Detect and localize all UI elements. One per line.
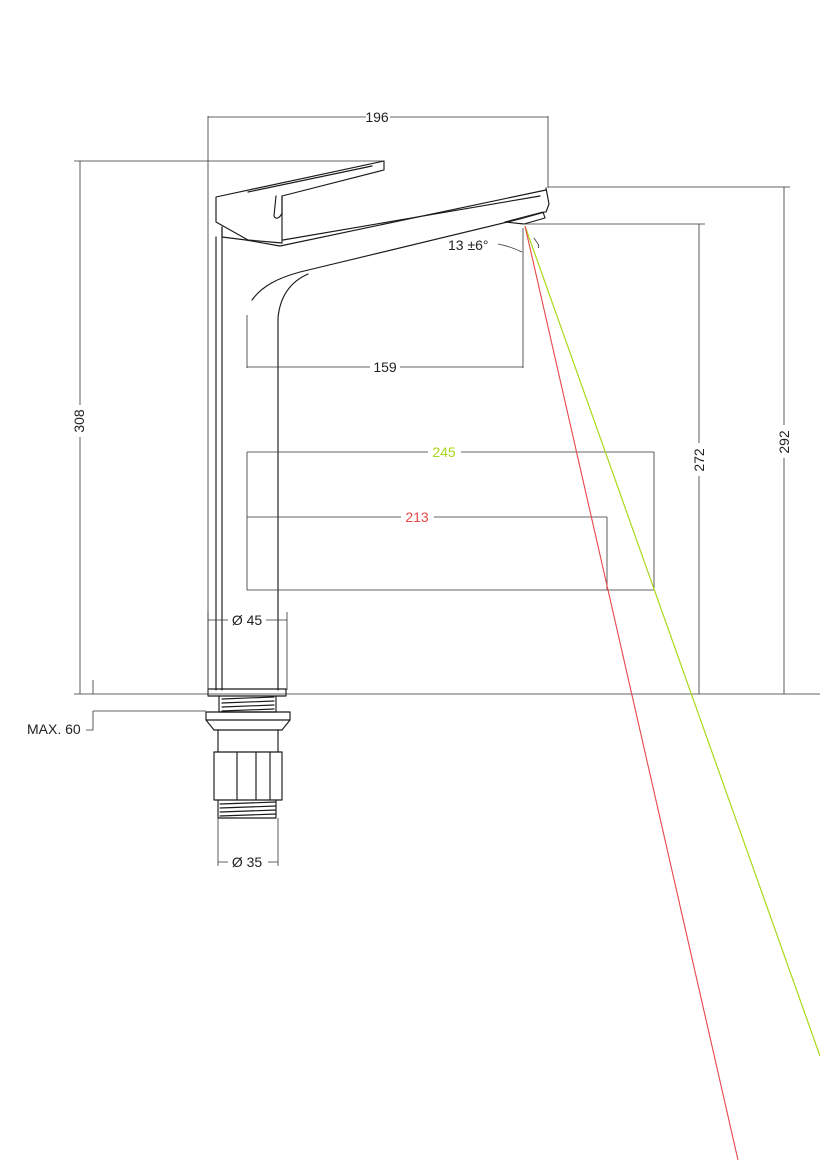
faucet-spout-end [545,187,550,213]
dimension-label-d45: Ø 45 [232,612,263,628]
dimension-label-292: 292 [776,430,792,454]
water-jet-line-green [524,225,820,1057]
dimension-label-159: 159 [373,359,397,375]
dimension-label-308: 308 [71,409,87,433]
faucet-spout-top [245,189,547,247]
faucet-spout-underside [251,211,546,301]
dimension-label-max60: MAX. 60 [27,721,81,737]
dimension-spout-reach: 159 [246,228,524,375]
faucet-outline [205,160,550,819]
faucet-lever-top-line [247,165,373,193]
faucet-spout-top-inner [282,195,541,241]
dimension-label-d35: Ø 35 [232,854,263,870]
faucet-threaded-shank [205,695,291,819]
dimension-label-196: 196 [365,109,389,125]
dimension-thread-diameter: Ø 35 [217,818,279,870]
dimension-spout-height-top: 292 [548,186,792,694]
faucet-aerator [504,211,546,225]
dimension-reach-red: 213 [247,509,608,590]
faucet-lever-joint [221,226,247,241]
faucet-lever-mid-line [273,195,283,219]
dimension-label-angle: 13 ±6° [448,237,489,253]
dimension-reach-green: 245 [246,444,655,591]
water-jet-line-red [524,225,739,1160]
dimension-max-thickness: MAX. 60 [27,710,206,737]
faucet-body-front-edge [277,273,309,691]
dimension-label-245: 245 [432,444,456,460]
dimension-label-213: 213 [405,509,429,525]
dimension-base-diameter: Ø 45 [207,612,288,690]
dimension-spout-height-outlet: 272 [523,223,707,694]
dimension-total-height: 308 [71,160,820,695]
dimension-overall-width: 196 [207,109,549,696]
dimension-spout-angle: 13 ±6° [448,237,540,253]
dimension-label-272: 272 [691,448,707,472]
faucet-base-ring [207,688,287,697]
faucet-lever-handle [215,160,385,244]
